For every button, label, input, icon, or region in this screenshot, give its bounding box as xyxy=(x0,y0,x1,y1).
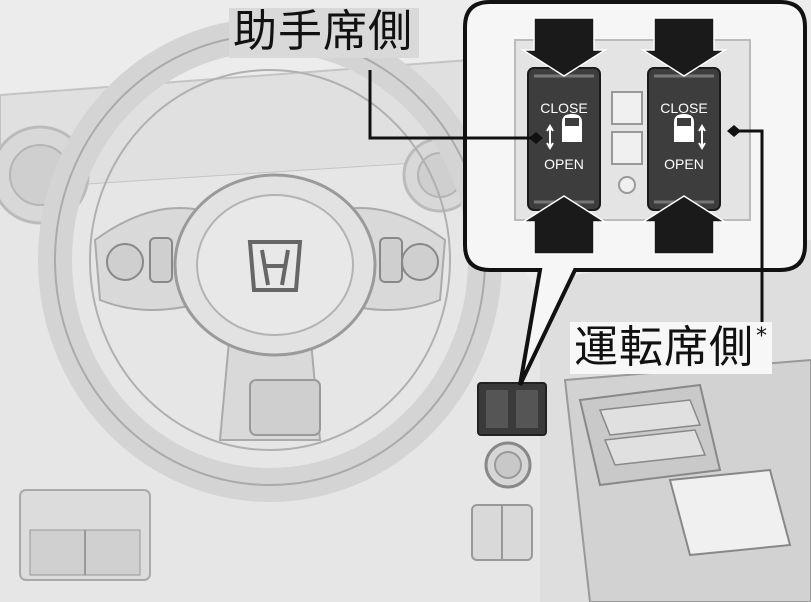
press-arrow-icon xyxy=(640,17,728,77)
lower-right-switches xyxy=(471,504,533,561)
passenger-leader-line xyxy=(368,70,543,144)
passenger-side-text: 助手席側 xyxy=(233,6,413,57)
lower-dash-switch-cluster xyxy=(19,489,151,581)
door-panel xyxy=(563,358,811,602)
driver-open-label: OPEN xyxy=(664,156,704,172)
footnote-mark: * xyxy=(756,324,768,349)
start-button xyxy=(484,441,532,489)
dashboard-door-switch-location xyxy=(477,382,547,436)
driver-side-label: 運転席側* xyxy=(570,322,772,374)
sliding-door-icon xyxy=(674,114,706,150)
steering-wheel-right-controls xyxy=(379,237,439,283)
driver-side-text: 運転席側 xyxy=(574,322,754,373)
steering-wheel-left-controls xyxy=(106,237,173,283)
driver-close-label: CLOSE xyxy=(660,100,708,116)
passenger-side-label: 助手席側 xyxy=(229,8,419,58)
passenger-open-label: OPEN xyxy=(544,156,584,172)
press-arrow-icon xyxy=(640,195,728,255)
press-arrow-icon xyxy=(520,195,608,255)
sliding-door-icon xyxy=(546,114,582,150)
driver-leader-line xyxy=(727,125,764,322)
press-arrow-icon xyxy=(520,17,608,77)
center-small-switches xyxy=(611,91,643,194)
honda-logo-icon xyxy=(247,240,303,292)
passenger-close-label: CLOSE xyxy=(540,100,588,116)
